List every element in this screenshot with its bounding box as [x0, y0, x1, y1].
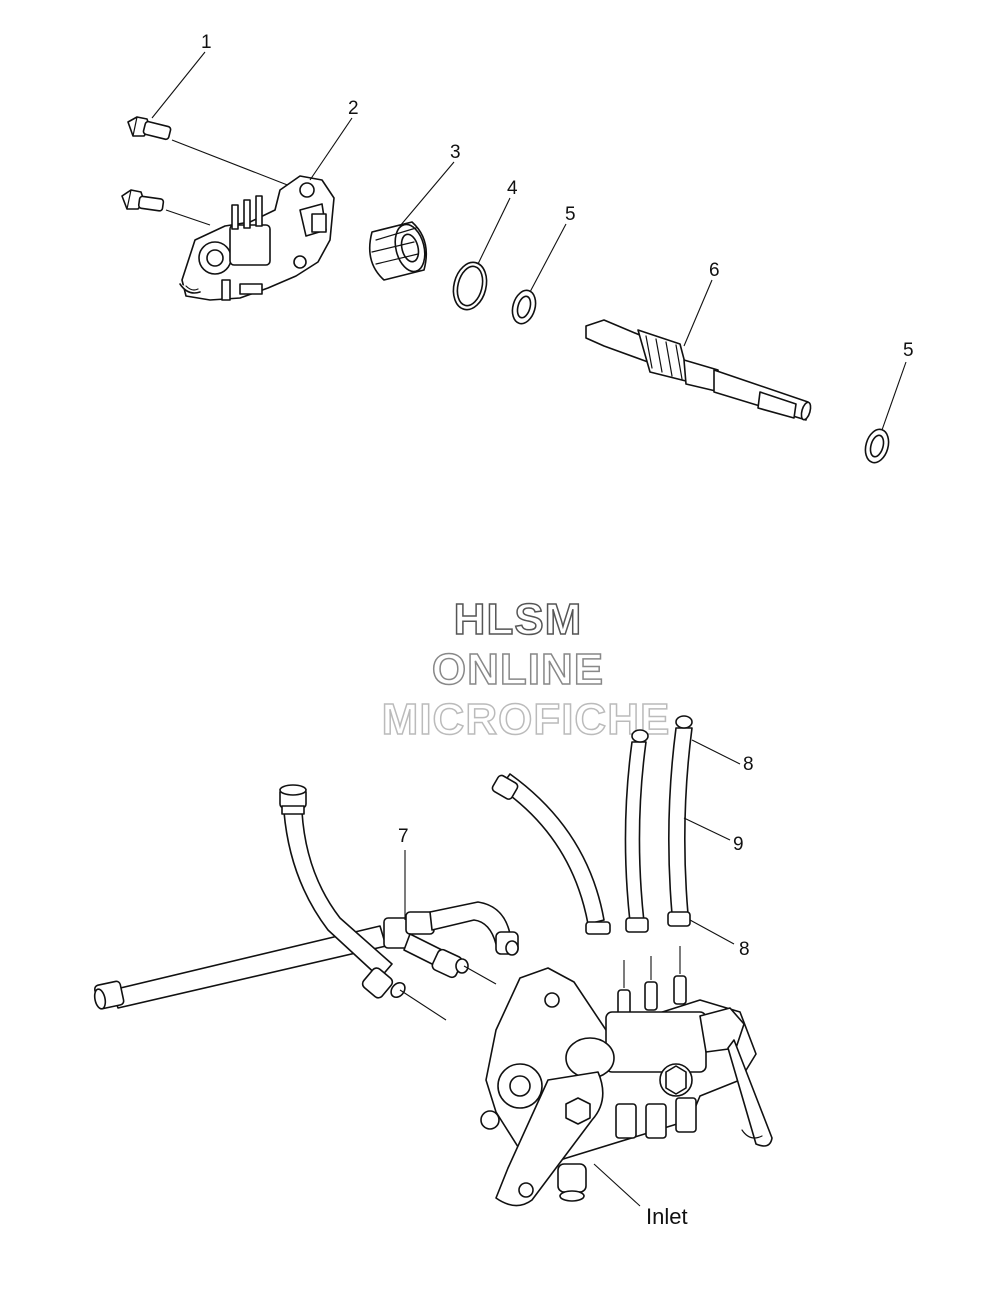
- drive-shaft: [585, 319, 812, 421]
- callout-5a: 5: [565, 204, 576, 225]
- watermark-line-1: HLSM: [454, 595, 583, 644]
- bolt-lower-axis: [165, 209, 211, 226]
- tube-long: [93, 925, 387, 1010]
- washer-upper: [511, 289, 537, 325]
- bolt-upper-axis: [171, 139, 291, 187]
- leader-2: [309, 117, 353, 181]
- callout-9: 9: [733, 834, 744, 855]
- leader-8a: [691, 739, 741, 765]
- leader-6: [683, 279, 713, 347]
- oil-pump-body-bottom: [480, 967, 773, 1207]
- hose-right: [667, 715, 693, 927]
- leader-inlet: [593, 1163, 641, 1207]
- cup-seal: [368, 221, 428, 281]
- callout-8a: 8: [743, 754, 754, 775]
- leader-8b: [689, 919, 735, 945]
- callout-7: 7: [398, 826, 409, 847]
- leader-9: [683, 817, 731, 841]
- pump-nipples: [617, 946, 687, 1017]
- inlet-label: Inlet: [646, 1204, 688, 1229]
- tube-curved-left: [279, 784, 406, 999]
- bolt-upper: [127, 116, 172, 141]
- callout-5b: 5: [903, 340, 914, 361]
- hose-middle: [624, 729, 649, 933]
- callout-6: 6: [709, 260, 720, 281]
- o-ring: [452, 261, 488, 311]
- callout-8b: 8: [739, 939, 750, 960]
- callout-2: 2: [348, 98, 359, 119]
- hose-left: [491, 773, 611, 935]
- callout-1: 1: [201, 32, 212, 53]
- tee-fitting: [383, 901, 519, 979]
- leader-5b: [881, 361, 907, 431]
- oil-pump-body-top: [179, 175, 335, 301]
- bolt-lower: [121, 189, 165, 212]
- leader-3: [399, 161, 455, 227]
- leader-5a: [529, 223, 567, 293]
- flow-line-b: [463, 965, 497, 985]
- watermark-line-3: MICROFICHE: [382, 695, 671, 744]
- callout-4: 4: [507, 178, 518, 199]
- washer-lower: [864, 428, 890, 464]
- flow-line-a: [399, 989, 447, 1021]
- watermark: HLSM ONLINE MICROFICHE: [381, 594, 671, 745]
- leader-1: [151, 51, 206, 119]
- watermark-line-2: ONLINE: [432, 645, 604, 694]
- leader-4: [477, 197, 511, 265]
- callout-3: 3: [450, 142, 461, 163]
